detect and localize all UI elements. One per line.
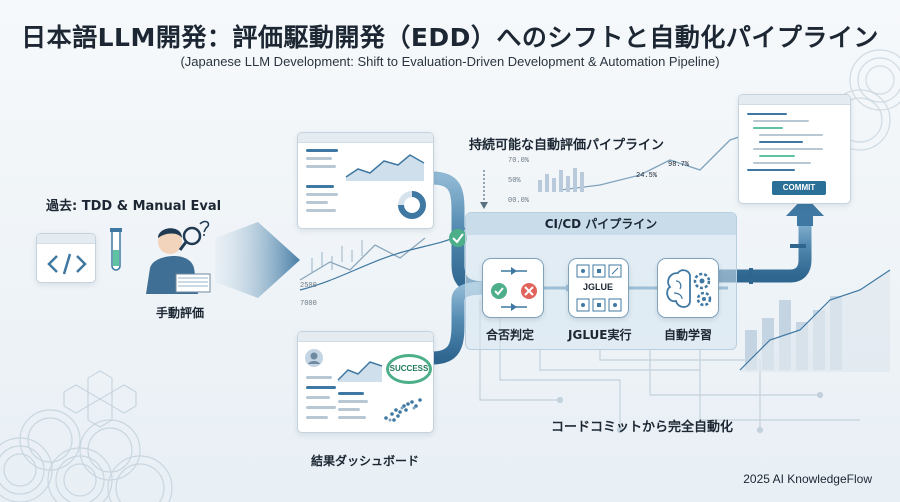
- top-dashboard-panel: [297, 132, 434, 229]
- commit-automation-label: コードコミットから完全自動化: [551, 420, 734, 435]
- continuous-pipeline-label: 持続可能な自動評価パイプライン: [469, 138, 665, 153]
- footer-credit: 2025 AI KnowledgeFlow: [743, 472, 872, 486]
- page-subtitle: (Japanese LLM Development: Shift to Eval…: [180, 54, 720, 69]
- auto-learning-node: [657, 258, 719, 318]
- panel-area-chart: [345, 154, 425, 181]
- funnel-arrow: [215, 222, 300, 298]
- tick-label: 70.0%: [508, 157, 530, 165]
- bg-chart-line-2: [299, 219, 471, 291]
- code-window: [36, 233, 96, 283]
- jglue-grid-icon: [576, 264, 622, 312]
- commit-arrow: [786, 196, 824, 226]
- success-badge: SUCCESS: [386, 354, 432, 384]
- wave-pattern-right: [829, 49, 900, 151]
- bg-area-line: [739, 269, 891, 371]
- hex-pattern: [63, 370, 137, 428]
- result-dashboard-label: 結果ダッシュボード: [311, 454, 420, 468]
- bg-bars: [538, 168, 584, 192]
- bg-chart-big: [559, 129, 761, 191]
- bg-area: [740, 270, 890, 372]
- axis-label: 7000: [300, 300, 317, 308]
- brain-gear-icon: [666, 269, 712, 308]
- panel-donut-chart: [398, 191, 426, 219]
- past-label: 過去: TDD & Manual Eval: [46, 199, 222, 214]
- axis-label: 2500: [300, 282, 317, 290]
- pass-fail-label: 合否判定: [486, 328, 535, 342]
- jglue-run-label: JGLUE実行: [568, 328, 632, 342]
- bg-chart-candles: [311, 240, 363, 272]
- pct-label: 98.7%: [668, 161, 690, 169]
- jglue-node: [568, 258, 629, 318]
- tick-label: 00.0%: [508, 197, 530, 205]
- commit-button[interactable]: COMMIT: [772, 181, 826, 195]
- manual-eval-label: 手動評価: [156, 306, 205, 320]
- scatter-plot: [384, 398, 422, 422]
- test-tube-icon: [110, 228, 122, 271]
- auto-learning-label: 自動学習: [664, 328, 713, 342]
- tick-label: 50%: [508, 177, 521, 185]
- pct-label: 24.5%: [636, 172, 658, 180]
- pipe-joints: [749, 244, 806, 284]
- wave-pattern: [0, 409, 173, 502]
- pass-fail-node: [482, 258, 544, 318]
- cicd-pipeline-label: CI/CD パイプライン: [466, 213, 736, 235]
- page-title: 日本語LLM開発：評価駆動開発（EDD）へのシフトと自動化パイプライン: [21, 23, 879, 52]
- user-avatar-icon: [305, 349, 323, 367]
- person-reviewing-icon: [146, 220, 211, 294]
- jglue-icon-text: JGLUE: [583, 282, 614, 292]
- result-area-chart: [337, 361, 383, 382]
- bg-chart-line: [299, 237, 426, 281]
- check-badge: [449, 229, 467, 247]
- pass-fail-icon: [491, 267, 537, 311]
- code-brackets-icon: [47, 253, 87, 275]
